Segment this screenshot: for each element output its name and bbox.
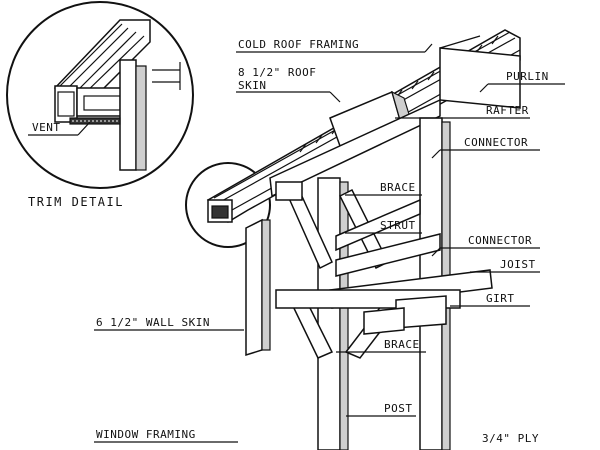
mid-connector-beam <box>335 233 441 277</box>
girt <box>275 289 461 335</box>
label-rafter: RAFTER <box>486 104 529 117</box>
label-brace-bottom: BRACE <box>384 338 420 351</box>
label-roof-skin-line2: SKIN <box>238 79 267 92</box>
trim-detail-title: TRIM DETAIL <box>28 195 124 209</box>
strut <box>335 198 421 252</box>
label-strut: STRUT <box>380 219 416 232</box>
purlin <box>439 35 521 109</box>
label-cold-roof-framing: COLD ROOF FRAMING <box>238 38 359 51</box>
label-post: POST <box>384 402 413 415</box>
label-joist: JOIST <box>500 258 536 271</box>
trim-detail-inset: VENT <box>6 1 194 189</box>
label-connector-mid: CONNECTOR <box>468 234 532 247</box>
label-wall-skin: 6 1/2" WALL SKIN <box>96 316 210 329</box>
label-connector-top: CONNECTOR <box>464 136 528 149</box>
labels: COLD ROOF FRAMING 8 1/2" ROOF SKIN PURLI… <box>96 38 549 445</box>
trim-callout-circle <box>185 162 271 248</box>
label-purlin: PURLIN <box>506 70 549 83</box>
trim-detail-circle <box>6 1 194 189</box>
leader-lines <box>94 43 565 443</box>
label-window-framing: WINDOW FRAMING <box>96 428 196 441</box>
upper-connector-beam <box>269 98 441 198</box>
connector-block <box>275 181 303 201</box>
vent-label: VENT <box>32 121 61 134</box>
main-framing <box>206 29 521 450</box>
trim-detail-drawing <box>53 19 181 171</box>
label-brace-top: BRACE <box>380 181 416 194</box>
label-roof-skin-line1: 8 1/2" ROOF <box>238 66 316 79</box>
label-girt: GIRT <box>486 292 515 305</box>
label-ply: 3/4" PLY <box>482 432 539 445</box>
wall-skin <box>245 218 271 357</box>
